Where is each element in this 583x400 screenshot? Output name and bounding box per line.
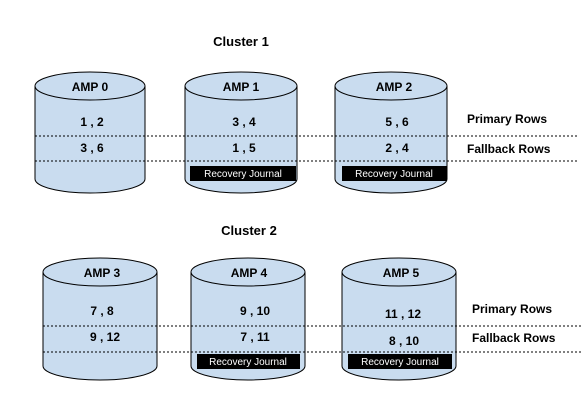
recovery-journal-box: [348, 354, 452, 369]
amp-name: AMP 3: [84, 266, 121, 280]
primary-rows-value: 7 , 8: [90, 304, 114, 318]
primary-rows-label: Primary Rows: [467, 112, 547, 126]
primary-rows-label: Primary Rows: [472, 302, 552, 316]
amp-name: AMP 0: [72, 80, 109, 94]
cluster-1: Cluster 1 AMP 0 1 , 2 3 , 6 AMP 1 3 , 4 …: [34, 34, 578, 194]
recovery-journal-box: [197, 354, 300, 369]
amp-cylinder: AMP 5 11 , 12 8 , 10 Recovery Journal: [341, 257, 457, 381]
primary-rows-value: 5 , 6: [385, 115, 409, 129]
amp-cylinder: AMP 3 7 , 8 9 , 12: [42, 257, 158, 381]
amp-name: AMP 1: [223, 80, 260, 94]
amp-cylinder: AMP 0 1 , 2 3 , 6: [34, 71, 146, 194]
amp-cylinder: AMP 4 9 , 10 7 , 11 Recovery Journal: [190, 257, 306, 381]
fallback-rows-value: 2 , 4: [385, 141, 409, 155]
cylinder-top: [184, 71, 298, 101]
cylinder-top: [341, 257, 457, 287]
recovery-journal-box: [190, 166, 296, 181]
fallback-rows-value: 9 , 12: [90, 330, 120, 344]
primary-rows-value: 9 , 10: [240, 304, 270, 318]
amp-name: AMP 5: [383, 266, 420, 280]
primary-rows-value: 3 , 4: [232, 115, 256, 129]
recovery-journal-box: [342, 166, 447, 181]
fallback-rows-value: 1 , 5: [232, 141, 256, 155]
fallback-rows-label: Fallback Rows: [467, 142, 551, 156]
fallback-rows-value: 8 , 10: [389, 334, 419, 348]
amp-name: AMP 2: [376, 80, 413, 94]
cylinder-top: [34, 71, 146, 101]
fallback-rows-value: 7 , 11: [240, 330, 270, 344]
cluster-2: Cluster 2 AMP 3 7 , 8 9 , 12 AMP 4 9 , 1…: [42, 223, 583, 381]
recovery-journal-label: Recovery Journal: [355, 169, 433, 180]
primary-rows-value: 1 , 2: [80, 115, 104, 129]
primary-rows-value: 11 , 12: [385, 307, 421, 321]
amp-cylinder: AMP 2 5 , 6 2 , 4 Recovery Journal: [334, 71, 448, 194]
recovery-journal-label: Recovery Journal: [361, 357, 439, 368]
fallback-rows-label: Fallback Rows: [472, 331, 556, 345]
cylinder-top: [334, 71, 448, 101]
fallback-rows-value: 3 , 6: [80, 141, 104, 155]
cylinder-body: [34, 86, 146, 194]
cluster-title: Cluster 2: [221, 223, 277, 238]
cylinder-top: [190, 257, 306, 287]
recovery-journal-label: Recovery Journal: [209, 357, 287, 368]
cluster-title: Cluster 1: [213, 34, 269, 49]
cylinder-top: [42, 257, 158, 287]
recovery-journal-label: Recovery Journal: [204, 169, 282, 180]
amp-name: AMP 4: [231, 266, 268, 280]
amp-cylinder: AMP 1 3 , 4 1 , 5 Recovery Journal: [184, 71, 298, 194]
